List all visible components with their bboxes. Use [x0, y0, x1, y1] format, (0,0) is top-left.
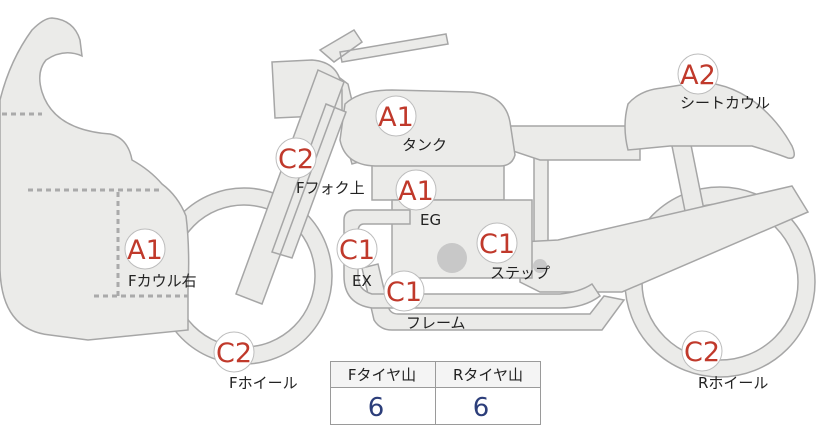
rear-wheel-badge [681, 330, 723, 372]
seat-cowl-grade: A2 [680, 60, 716, 91]
front-cowl-right-label: Fカウル右 [128, 272, 197, 290]
exhaust-callout: C1 EX [336, 228, 378, 290]
tank-label: タンク [402, 136, 447, 154]
front-fork-shape [235, 68, 347, 305]
front-wheel-grade: C2 [216, 338, 252, 369]
handlebar-shape [318, 28, 449, 63]
front-cowl-right-grade: A1 [127, 235, 163, 266]
front-cowl-shape [0, 17, 190, 341]
engine-label: EG [420, 211, 441, 229]
step-label: ステップ [490, 264, 550, 282]
engine-grade: A1 [398, 176, 434, 207]
tank-grade: A1 [378, 102, 414, 133]
front-fork-upper-grade: C2 [278, 144, 314, 175]
exhaust-shape [343, 209, 602, 309]
front-fork-upper-badge [275, 137, 317, 179]
tank-badge [375, 95, 417, 137]
exhaust-grade: C1 [339, 235, 375, 266]
seat-cowl-badge [677, 53, 719, 95]
rear-wheel-callout: C2 Rホイール [681, 330, 768, 392]
step-grade: C1 [479, 229, 515, 260]
seat-cowl-callout: A2 シートカウル [677, 53, 770, 112]
front-tire-header: Fタイヤ山 [348, 366, 416, 384]
frame-badge [383, 270, 425, 312]
tank-shape [339, 89, 516, 167]
front-cowl-right-badge [124, 228, 166, 270]
rear-wheel-label: Rホイール [698, 374, 768, 392]
front-tire-value: 6 [368, 393, 385, 423]
front-wheel-callout: C2 Fホイール [213, 331, 298, 392]
rear-wheel-grade: C2 [684, 337, 720, 368]
exhaust-label: EX [352, 272, 372, 290]
step-badge [476, 222, 518, 264]
front-cowl-right-callout: A1 Fカウル右 [124, 228, 197, 290]
tank-callout: A1 タンク [375, 95, 447, 154]
frame-grade: C1 [386, 277, 422, 308]
swingarm-shape [519, 185, 810, 293]
frame-callout: C1 フレーム [383, 270, 466, 332]
step-callout: C1 ステップ [476, 222, 550, 282]
frame-cradle [361, 263, 626, 331]
engine-badge [395, 169, 437, 211]
front-fork-upper-callout: C2 Fフォク上 [275, 137, 365, 197]
seat-rail [509, 125, 641, 161]
front-wheel-label: Fホイール [229, 374, 298, 392]
tire-tread-table: Fタイヤ山 Rタイヤ山 6 6 [330, 361, 541, 425]
rear-tire-header: Rタイヤ山 [453, 366, 523, 384]
front-fork-upper-label: Fフォク上 [296, 179, 365, 197]
front-wheel-badge [213, 331, 255, 373]
frame-label: フレーム [406, 314, 466, 332]
rear-tire-value: 6 [473, 393, 490, 423]
seat-cowl-label: シートカウル [680, 94, 770, 112]
exhaust-badge [336, 228, 378, 270]
engine-callout: A1 EG [395, 169, 441, 229]
